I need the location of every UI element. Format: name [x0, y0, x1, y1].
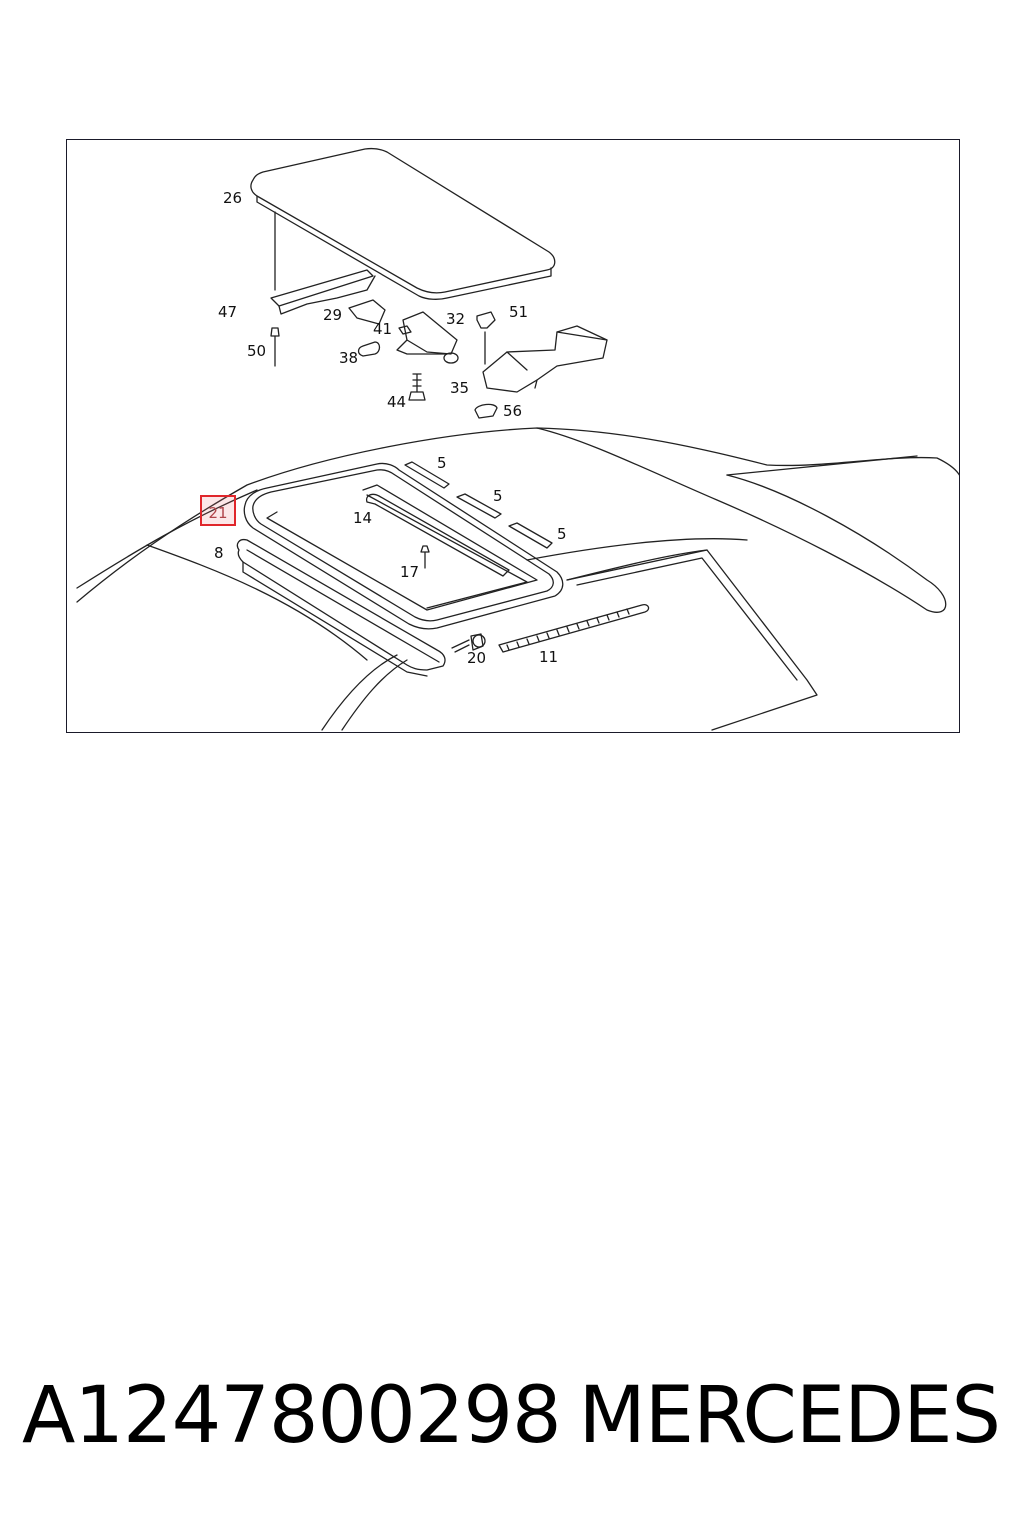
- roof-rear-curve: [536, 427, 947, 613]
- frame-lower-inner: [246, 549, 440, 663]
- part-5a: [404, 461, 450, 489]
- parts-diagram: 26 47 29 41 32 51 50 38 35 44 56 5 5 5 1…: [66, 139, 960, 733]
- roof-mid-line: [566, 549, 708, 581]
- part-5b: [456, 493, 502, 519]
- callout-5-top: 5: [437, 454, 447, 472]
- callout-47: 47: [218, 303, 238, 321]
- callout-26: 26: [223, 189, 243, 207]
- frame-mid: [252, 469, 554, 622]
- callout-50: 50: [247, 342, 267, 360]
- bracket-right-b: [506, 331, 608, 389]
- pillar-left: [321, 654, 398, 731]
- callout-8: 8: [214, 544, 224, 562]
- pillar-left-2: [341, 659, 408, 731]
- callout-41: 41: [373, 320, 393, 338]
- callout-35: 35: [450, 379, 470, 397]
- callout-20: 20: [467, 649, 487, 667]
- roof-outline: [76, 427, 959, 603]
- bolt-44-head: [408, 391, 426, 401]
- footer: A1247800298 MERCEDES: [0, 1370, 1024, 1470]
- part-number: A1247800298: [22, 1371, 562, 1461]
- callout-44: 44: [387, 393, 407, 411]
- bracket-32-b: [396, 339, 448, 355]
- nut-51: [476, 311, 496, 329]
- callout-5-middle: 5: [493, 487, 503, 505]
- callout-29: 29: [323, 306, 343, 324]
- rail-47-b: [278, 275, 376, 315]
- callout-17: 17: [400, 563, 420, 581]
- callout-38: 38: [339, 349, 359, 367]
- frame-inner: [266, 484, 538, 611]
- roof-side-line: [726, 455, 918, 476]
- clip-17: [420, 545, 430, 569]
- windshield-inner: [576, 557, 798, 681]
- bracket-29: [348, 299, 386, 325]
- frame-opening: [366, 494, 528, 609]
- sunroof-panel-edge: [256, 195, 552, 300]
- nut-56: [474, 403, 498, 419]
- callout-32: 32: [446, 310, 466, 328]
- frame-lower: [236, 538, 446, 671]
- washer-35: [443, 352, 459, 364]
- roof-outline-inner: [76, 489, 258, 589]
- sunroof-panel: [250, 147, 556, 294]
- roof-front-line: [526, 538, 748, 561]
- windshield-edge: [566, 549, 818, 731]
- rail-47: [270, 269, 374, 307]
- callout-14: 14: [353, 509, 373, 527]
- roof-lower-line: [146, 544, 368, 661]
- sunroof-exploded-view: [76, 147, 959, 731]
- highlighted-callout-label: 21: [208, 504, 228, 522]
- seal-strip-14: [365, 493, 510, 577]
- callout-11: 11: [539, 648, 559, 666]
- part-38: [357, 341, 381, 357]
- frame-lower-side: [242, 561, 428, 677]
- brand-name: MERCEDES: [578, 1371, 1001, 1461]
- highlighted-callout-21[interactable]: 21: [200, 495, 236, 526]
- callout-56: 56: [503, 402, 523, 420]
- guide-rail-teeth: [506, 608, 630, 651]
- callout-51: 51: [509, 303, 529, 321]
- screw-50: [270, 327, 280, 367]
- part-5c: [508, 522, 553, 549]
- guide-rail-11: [498, 604, 650, 653]
- frame-outer: [243, 462, 564, 630]
- bolt-44: [412, 373, 422, 393]
- callout-5-bottom: 5: [557, 525, 567, 543]
- bracket-right: [482, 325, 608, 393]
